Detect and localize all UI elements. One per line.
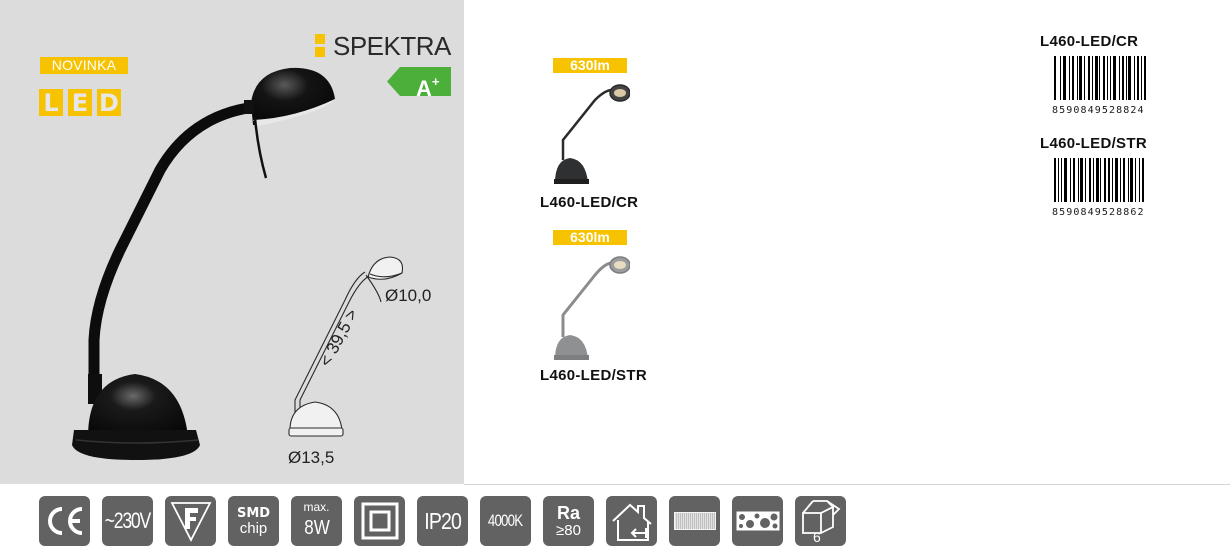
barcode-number: 8590849528824 bbox=[1050, 105, 1147, 116]
barcode-title: L460-LED/CR bbox=[1040, 33, 1139, 50]
max-power-icon: max. 8W bbox=[291, 496, 342, 546]
spec-icon-row: ~230V SMD chip max. 8W IP20 4000K Ra ≥80… bbox=[39, 496, 846, 546]
brand-name: SPEKTRA bbox=[333, 31, 451, 61]
indoor-use-icon bbox=[606, 496, 657, 546]
energy-class-plus: + bbox=[431, 74, 440, 89]
barcode-bars-icon bbox=[1054, 56, 1180, 100]
led-letter: D bbox=[97, 89, 121, 117]
frosted-diffuser-icon bbox=[669, 496, 720, 546]
brand-logo: SPEKTRA bbox=[315, 33, 451, 59]
variant-card[interactable]: 630lm L460-LED/CR bbox=[520, 50, 680, 220]
base-diameter-label: Ø13,5 bbox=[288, 448, 335, 467]
class-ii-insulation-icon bbox=[354, 496, 405, 546]
barcode-title: L460-LED/STR bbox=[1040, 135, 1147, 152]
variant-card[interactable]: 630lm L460-LED/STR bbox=[520, 220, 680, 390]
lamp-photo bbox=[72, 67, 335, 460]
energy-class: A bbox=[416, 76, 432, 101]
head-diameter-label: Ø10,0 bbox=[385, 286, 432, 305]
led-letter: E bbox=[68, 89, 92, 117]
led-badge: L E D bbox=[39, 89, 121, 117]
variant-name: L460-LED/STR bbox=[540, 367, 647, 384]
variant-thumbnail bbox=[554, 84, 630, 184]
textured-diffuser-icon bbox=[732, 496, 783, 546]
barcode-block: L460-LED/STR 8590849528862 bbox=[1040, 135, 1180, 220]
barcode-block: L460-LED/CR 8590849528824 bbox=[1040, 33, 1180, 118]
new-badge: NOVINKA bbox=[40, 57, 128, 74]
variant-name: L460-LED/CR bbox=[540, 194, 639, 211]
divider-line bbox=[464, 484, 1230, 485]
hero-panel: NOVINKA L E D SPEKTRA A+ bbox=[0, 0, 464, 484]
brand-mark-icon bbox=[315, 34, 325, 58]
smd-chip-icon: SMD chip bbox=[228, 496, 279, 546]
lumen-badge: 630lm bbox=[553, 58, 627, 73]
barcode-number: 8590849528862 bbox=[1050, 207, 1147, 218]
f-mark-icon bbox=[165, 496, 216, 546]
ip-rating-icon: IP20 bbox=[417, 496, 468, 546]
barcode-bars-icon bbox=[1054, 158, 1180, 202]
led-letter: L bbox=[39, 89, 63, 117]
package-quantity-icon: 6 bbox=[795, 496, 846, 546]
energy-arrow-icon bbox=[387, 67, 451, 96]
dimension-drawing bbox=[288, 256, 404, 437]
voltage-icon: ~230V bbox=[102, 496, 153, 546]
variant-thumbnail bbox=[554, 256, 630, 360]
ce-mark-icon bbox=[39, 496, 90, 546]
lumen-badge: 630lm bbox=[553, 230, 627, 245]
color-temperature-icon: 4000K bbox=[480, 496, 531, 546]
cri-icon: Ra ≥80 bbox=[543, 496, 594, 546]
energy-label: A+ bbox=[387, 67, 451, 101]
